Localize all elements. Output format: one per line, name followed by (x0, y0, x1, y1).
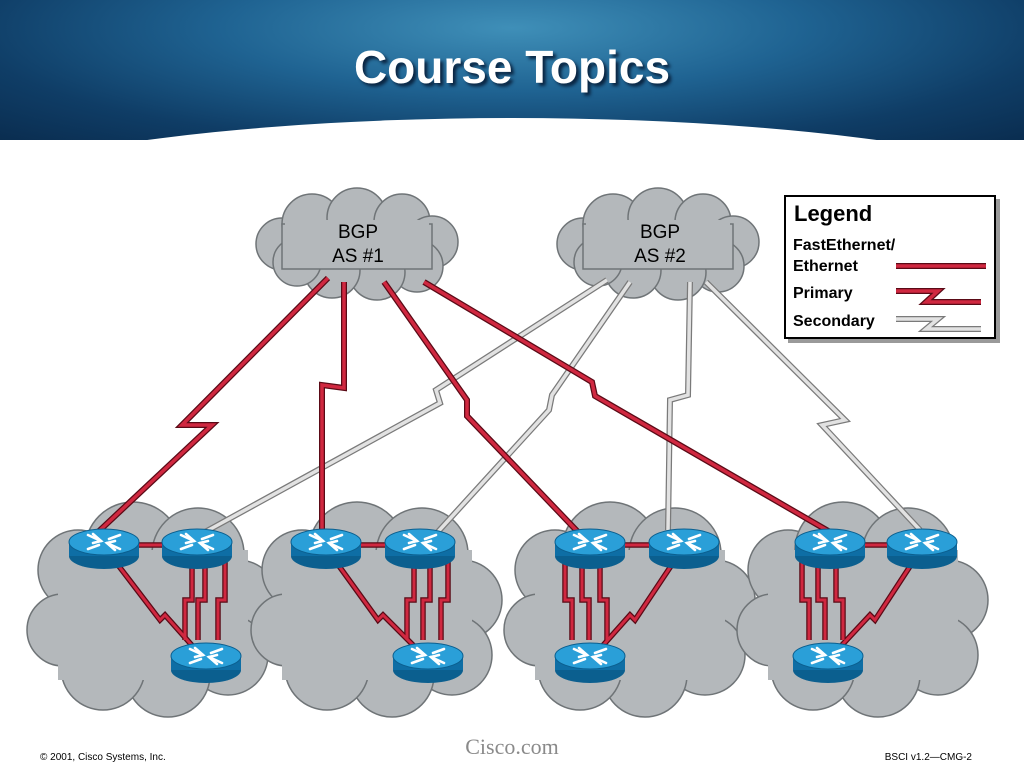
primary-link-as1-r1 (96, 276, 330, 534)
legend-box: Legend FastEthernet/ Ethernet Primary Se… (784, 195, 996, 339)
primary-link-as1-r7 (382, 280, 580, 534)
router-icon (289, 527, 363, 571)
bgp-as1-label-line1: BGP (338, 222, 378, 243)
router-icon (391, 641, 465, 685)
secondary-link-as2-r11 (704, 280, 922, 532)
secondary-link-as2-r4 (423, 281, 632, 548)
bgp-as2-label-line1: BGP (640, 222, 680, 243)
router-icon (553, 641, 627, 685)
router-icon (793, 527, 867, 571)
legend-primary-line (896, 288, 981, 305)
legend-ethernet-label: Ethernet (793, 258, 858, 275)
legend-fastethernet-label: FastEthernet/ (793, 237, 896, 254)
legend-title: Legend (794, 201, 873, 226)
footer-brand: Cisco.com (465, 734, 559, 759)
router-icon (791, 641, 865, 685)
router-icon (160, 527, 234, 571)
footer-copyright: © 2001, Cisco Systems, Inc. (40, 752, 166, 763)
secondary-link-as2-r8 (666, 281, 692, 531)
bgp-as1-label-line2: AS #1 (332, 246, 384, 267)
router-icon (553, 527, 627, 571)
router-icon (885, 527, 959, 571)
router-icon (67, 527, 141, 571)
legend-secondary-line (896, 316, 981, 332)
legend-primary-label: Primary (793, 285, 853, 302)
lan3-link-r8-r9 (588, 547, 685, 661)
router-icon (647, 527, 721, 571)
title-banner: Course Topics (0, 0, 1024, 140)
router-icon (383, 527, 457, 571)
primary-link-as1-r10 (423, 280, 831, 534)
lan4-link-r11-r12 (826, 547, 924, 662)
page-title: Course Topics (353, 41, 671, 93)
router-icon (169, 641, 243, 685)
bgp-as2-label-line2: AS #2 (634, 246, 686, 267)
footer-course-code: BSCI v1.2—CMG-2 (884, 752, 972, 763)
legend-secondary-label: Secondary (793, 313, 875, 330)
primary-link-as1-r3 (320, 282, 346, 532)
